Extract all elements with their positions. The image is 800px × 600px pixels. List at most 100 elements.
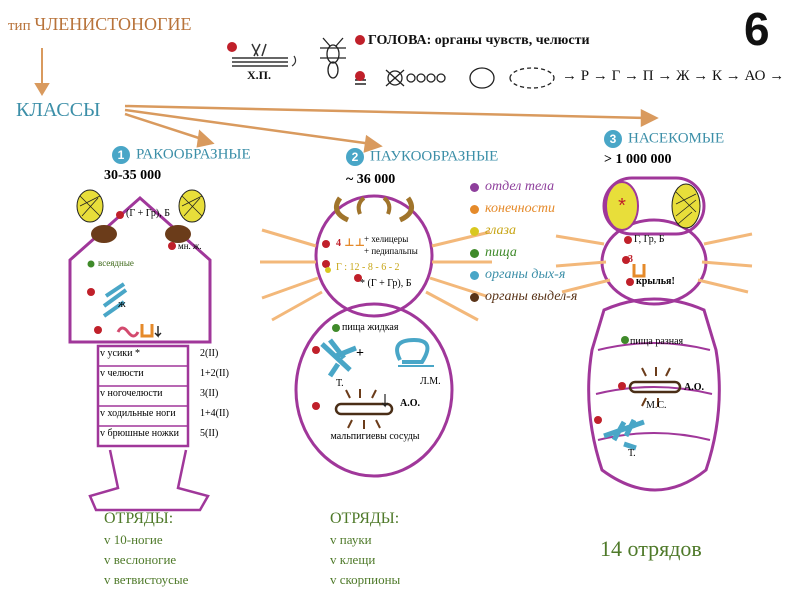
order-item: v скорпионы (330, 572, 401, 587)
class-number: 2 (346, 148, 364, 166)
limb-label: v брюшные ножки (100, 428, 179, 439)
crustacean-body (68, 195, 212, 512)
order-item: v 10-ногие (104, 532, 163, 547)
arachnida-eyes-note: Г : 12 - 8 - 6 - 2 (336, 262, 400, 273)
development-chain: → Р → Г → П → Ж → К → АО → (562, 68, 785, 84)
legend-item: органы дых-я (470, 264, 577, 286)
crustacea-body-note: (Г + Гр), Б (126, 208, 170, 219)
legend-dot (470, 248, 479, 258)
arachnid-body (294, 194, 454, 478)
marker-dots (87, 35, 634, 424)
class-name: НАСЕКОМЫЕ (628, 130, 725, 147)
arachnida-limbs-count: 4 (336, 238, 341, 249)
limb-value: 3(II) (200, 388, 219, 399)
limbs-icon: ⊥⊥ (344, 237, 366, 249)
limb-value: 2(II) (200, 348, 219, 359)
legend-item: конечности (470, 198, 577, 220)
legend: отдел тела конечности глаза пища органы … (470, 176, 577, 308)
legend-dot (470, 270, 479, 280)
arachnida-ao-label: А.О. (400, 398, 420, 409)
xp-label: Х.П. (247, 68, 271, 82)
limb-value: 1+4(II) (200, 408, 229, 419)
insect-icon (320, 37, 346, 79)
legend-label: органы дых-я (485, 267, 566, 282)
phylum-title: тип ЧЛЕНИСТОНОГИЕ (8, 14, 191, 35)
head-label: ГОЛОВА: органы чувств, челюсти (368, 33, 590, 48)
class-count: 30-35 000 (104, 168, 162, 183)
legend-label: отдел тела (485, 179, 555, 194)
food-dots (87, 260, 629, 344)
life-cycle-icon (385, 67, 555, 89)
legend-item: пища (470, 242, 577, 264)
arachnida-lungs-label: Л.М. (420, 376, 441, 387)
legend-dot (470, 204, 479, 214)
class-crustacea-title: 1 РАКООБРАЗНЫЕ (112, 146, 251, 164)
insecta-orders-summary: 14 отрядов (600, 536, 702, 561)
arrows-classes (124, 104, 659, 153)
crustacean-organs (116, 324, 162, 338)
limb-label: v ходильные ноги (100, 408, 176, 419)
insecta-wings-note: крылья! (636, 276, 675, 287)
insect-eyes: * (605, 181, 701, 231)
limb-label: v ногочелюсти (100, 388, 163, 399)
insect-legs (555, 232, 753, 294)
class-name: РАКООБРАЗНЫЕ (136, 146, 251, 163)
class-name: ПАУКООБРАЗНЫЕ (370, 148, 499, 165)
svg-text:*: * (618, 195, 626, 217)
xp-icon (232, 43, 297, 67)
arachnida-trachea-label: Т. (336, 378, 344, 389)
arachnida-limbs-a: + хелицеры (364, 234, 409, 244)
crustacea-legs-note: мн. ж. (178, 241, 202, 251)
page-number: 6 (744, 3, 770, 55)
class-count: ~ 36 000 (346, 172, 396, 187)
insecta-trachea-label: Т. (628, 448, 636, 459)
classes-label: КЛАССЫ (16, 99, 101, 121)
limb-label: v челюсти (100, 368, 144, 379)
legend-dot (470, 292, 479, 302)
order-item: v веслоногие (104, 552, 177, 567)
limb-value: 1+2(II) (200, 368, 229, 379)
insect-organs (603, 264, 682, 451)
class-arachnida-title: 2 ПАУКООБРАЗНЫЕ (346, 148, 498, 166)
arachnida-orders-title: ОТРЯДЫ: (330, 510, 400, 527)
phylum-name: ЧЛЕНИСТОНОГИЕ (34, 14, 192, 34)
limb-label: v усики * (100, 348, 140, 359)
order-item: v пауки (330, 532, 372, 547)
order-item: v ветвистоусые (104, 572, 189, 587)
legend-item: отдел тела (470, 176, 577, 198)
crustacea-gill-note: ж (118, 298, 126, 310)
legend-label: глаза (485, 223, 517, 238)
insecta-ms-label: М.С. (646, 400, 667, 411)
arachnid-legs (260, 228, 492, 322)
legend-dot (470, 226, 479, 236)
arachnida-body-note: * (Г + Гр), Б (360, 278, 412, 289)
legend-item: глаза (470, 220, 577, 242)
arachnid-organs (320, 337, 434, 429)
legend-label: пища (485, 245, 517, 260)
class-count: > 1 000 000 (604, 152, 672, 167)
crustacean-gill-icon (102, 282, 128, 318)
arrow-phylum-to-classes (34, 48, 50, 96)
crustacea-omni-note: всеядные (98, 258, 134, 268)
insecta-legs-count: 3 (628, 254, 633, 265)
insecta-food-note: пища разная (630, 336, 684, 347)
crustacean-eyes (76, 189, 206, 243)
limb-value: 5(II) (200, 428, 219, 439)
insecta-body-note: Г, Гр, Б (634, 234, 665, 245)
plus-sign: + (356, 346, 364, 361)
legend-item: органы выдел-я (470, 286, 577, 308)
class-number: 1 (112, 146, 130, 164)
legend-label: конечности (485, 201, 555, 216)
arachnida-food-note: пища жидкая (342, 322, 399, 333)
arachnida-limbs-b: + педипальпы (364, 246, 418, 256)
legend-dot (470, 182, 479, 192)
eye-dots (325, 267, 331, 273)
arachnida-vessels-label: мальпигиевы сосуды (330, 431, 420, 442)
legend-label: органы выдел-я (485, 289, 578, 304)
order-item: v клещи (330, 552, 376, 567)
type-prefix: тип (8, 18, 31, 34)
insecta-ao-label: А.О. (684, 382, 704, 393)
crustacea-orders-title: ОТРЯДЫ: (104, 510, 174, 527)
